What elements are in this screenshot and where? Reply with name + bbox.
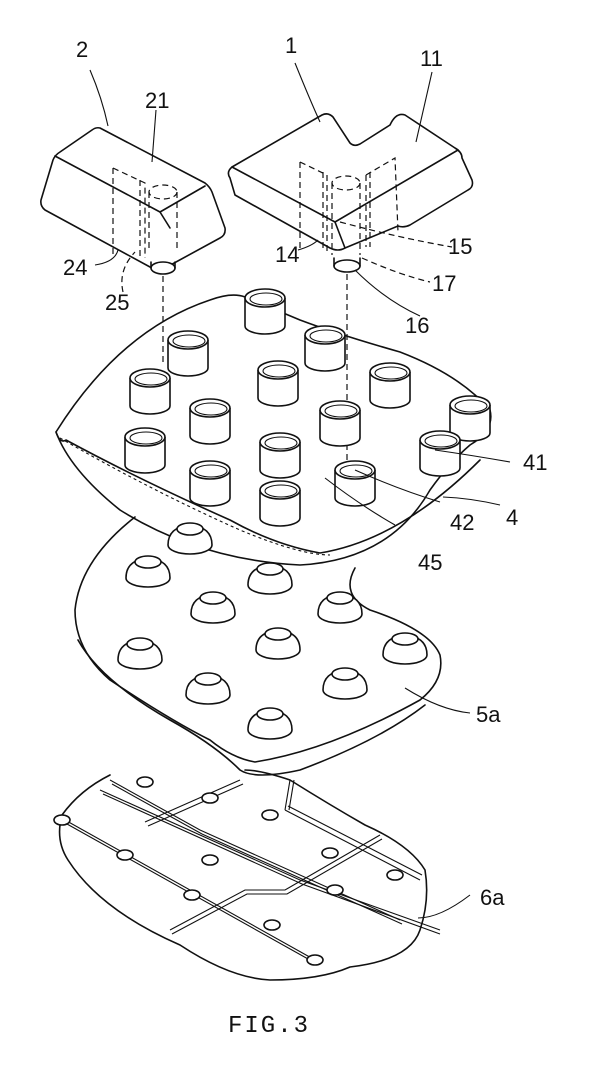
label-14: 14 bbox=[275, 242, 299, 267]
dome bbox=[125, 555, 171, 588]
sleeve bbox=[369, 362, 411, 409]
label-25: 25 bbox=[105, 290, 129, 315]
sleeve bbox=[259, 480, 301, 527]
contact-pad bbox=[116, 849, 134, 861]
contact-pad bbox=[136, 776, 154, 788]
sleeve bbox=[319, 400, 361, 447]
label-1: 1 bbox=[285, 33, 297, 58]
contact-pad bbox=[261, 809, 279, 821]
keycap-1 bbox=[227, 113, 474, 273]
contact-pad bbox=[201, 854, 219, 866]
dome-grid bbox=[117, 522, 428, 740]
sleeve bbox=[257, 360, 299, 407]
trace bbox=[109, 779, 401, 921]
contact-pad bbox=[321, 847, 339, 859]
label-17: 17 bbox=[432, 271, 456, 296]
sleeve bbox=[167, 330, 209, 377]
contact-pad bbox=[326, 884, 344, 896]
trace bbox=[287, 805, 423, 876]
trace bbox=[171, 838, 383, 935]
label-5a: 5a bbox=[476, 702, 501, 727]
label-11: 11 bbox=[420, 46, 443, 71]
trace bbox=[284, 809, 421, 881]
label-45: 45 bbox=[418, 550, 442, 575]
dome bbox=[190, 591, 236, 624]
figure-caption: FIG.3 bbox=[228, 1013, 310, 1040]
dome bbox=[317, 591, 363, 624]
trace bbox=[99, 789, 441, 931]
label-15: 15 bbox=[448, 234, 472, 259]
sleeve bbox=[189, 460, 231, 507]
label-42: 42 bbox=[450, 510, 474, 535]
trace bbox=[147, 783, 244, 827]
sleeve bbox=[304, 325, 346, 372]
dome bbox=[247, 707, 293, 740]
sleeve bbox=[244, 288, 286, 335]
dome-membrane-5a bbox=[74, 516, 442, 776]
dome bbox=[117, 637, 163, 670]
trace bbox=[284, 779, 295, 811]
sleeve bbox=[189, 398, 231, 445]
keycap-2 bbox=[40, 126, 226, 275]
circuit-traces bbox=[53, 776, 441, 966]
dome bbox=[167, 522, 213, 555]
contact-pad bbox=[386, 869, 404, 881]
dome bbox=[322, 667, 368, 700]
sleeve-grid bbox=[124, 288, 491, 527]
sleeve bbox=[129, 368, 171, 415]
contact-pad bbox=[53, 814, 71, 826]
circuit-membrane-6a bbox=[53, 769, 441, 981]
contact-pad bbox=[201, 792, 219, 804]
label-16: 16 bbox=[405, 313, 429, 338]
trace bbox=[169, 834, 381, 931]
dome bbox=[247, 562, 293, 595]
contact-pad bbox=[306, 954, 324, 966]
label-6a: 6a bbox=[480, 885, 505, 910]
trace bbox=[144, 779, 241, 823]
dome bbox=[382, 632, 428, 665]
contact-pad bbox=[263, 919, 281, 931]
dome bbox=[185, 672, 231, 705]
label-24: 24 bbox=[63, 255, 87, 280]
sleeve bbox=[259, 432, 301, 479]
contact-pad bbox=[183, 889, 201, 901]
sleeve bbox=[419, 430, 461, 477]
leader-lines-bottom bbox=[324, 449, 511, 919]
dome bbox=[255, 627, 301, 660]
support-layer-4 bbox=[55, 288, 492, 566]
label-2: 2 bbox=[76, 37, 88, 62]
label-41: 41 bbox=[523, 450, 547, 475]
reference-labels: 2 21 1 11 24 25 14 15 17 16 41 42 4 45 5… bbox=[63, 33, 547, 1040]
label-4: 4 bbox=[506, 505, 518, 530]
label-21: 21 bbox=[145, 88, 169, 113]
sleeve bbox=[124, 427, 166, 474]
